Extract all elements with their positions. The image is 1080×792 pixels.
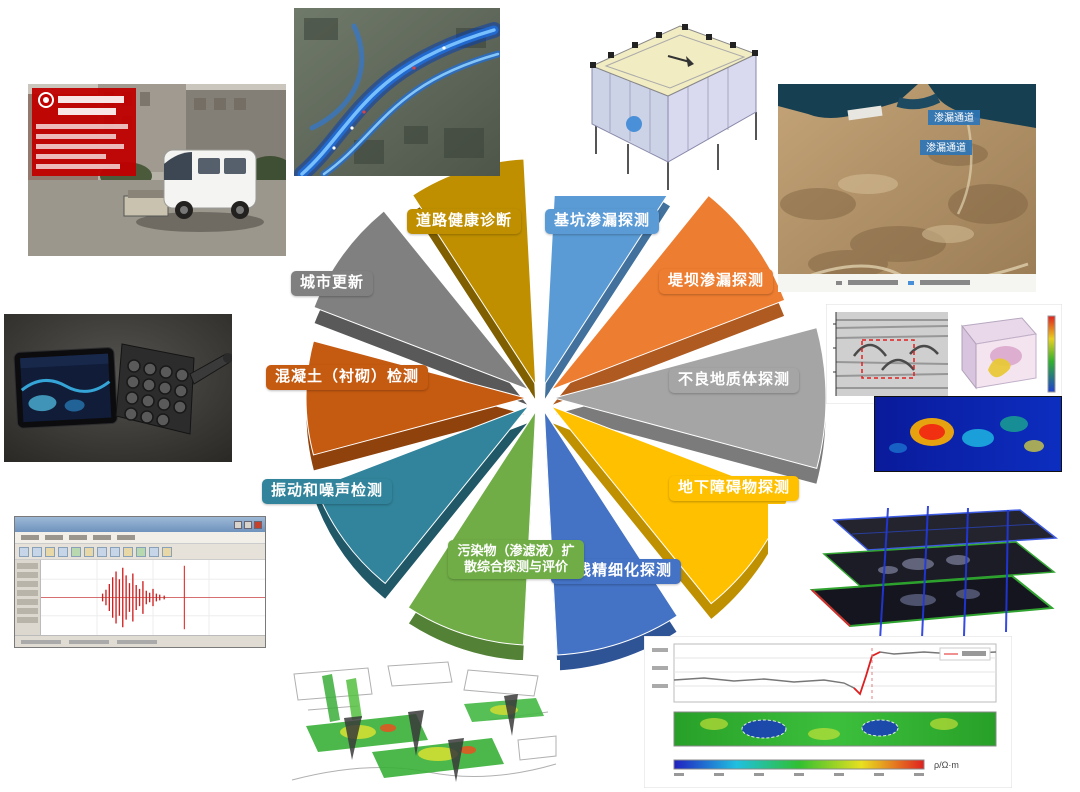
concrete-detection-device-photo (4, 314, 232, 462)
dam-figure-caption (778, 274, 1036, 292)
pie-label-dam-leakage: 堤坝渗漏探测 (659, 269, 774, 294)
rainbow-colorbar (673, 759, 925, 770)
dam-seepage-tags: 渗漏通道 渗漏通道 (920, 110, 980, 155)
waveform-plot (41, 560, 265, 635)
pie-slice-3 (549, 405, 790, 605)
resistivity-heatmap (874, 396, 1062, 472)
maximize-icon (244, 520, 252, 529)
window-titlebar (15, 517, 265, 532)
anomaly-segment (853, 651, 881, 696)
pollutant-diffusion-map (288, 660, 560, 790)
transducer-array-device (115, 343, 232, 435)
pie-label-foundation-pit-leakage: 基坑渗漏探测 (545, 209, 660, 234)
dam-structure (847, 105, 883, 121)
pie-slice-8 (313, 210, 531, 391)
anomaly-zone-box (861, 339, 915, 379)
resistivity-unit-label: ρ/Ω·m (934, 760, 959, 770)
pie-label-vibration-noise: 振动和噪声检测 (262, 479, 393, 504)
road-health-traffic-aerial (294, 8, 500, 176)
pipeline-result-charts: ρ/Ω·m (644, 636, 1012, 788)
colorbar (1047, 315, 1056, 393)
vibration-software-screenshot (14, 516, 266, 648)
seismic-burst (101, 567, 165, 628)
gpr-radargram-panel (826, 304, 1062, 404)
towed-gpr-array (123, 195, 169, 217)
pie-slice-5 (407, 409, 537, 646)
pie-slice-4 (543, 409, 678, 656)
pie-label-adverse-geology: 不良地质体探测 (669, 368, 800, 393)
status-bar (15, 635, 265, 647)
pit-model-port (626, 116, 642, 132)
toolbar (15, 544, 265, 560)
pipeline-3d-slices (768, 504, 1062, 644)
seepage-channel-tag-1: 渗漏通道 (934, 111, 974, 124)
road-survey-van-photo (28, 84, 286, 256)
pie-label-underground-obstacle: 地下障碍物探测 (669, 476, 800, 501)
minimize-icon (234, 520, 242, 529)
pie-label-pollutant-leachate: 污染物（渗滤液）扩散综合探测与评价 (448, 540, 584, 579)
menu-bar (15, 532, 265, 544)
side-panel (15, 560, 41, 635)
tablet-display (13, 347, 118, 429)
pie-label-concrete-lining: 混凝土（衬砌）检测 (266, 365, 429, 390)
pie-label-road-health: 道路健康诊断 (407, 209, 522, 234)
dam-seepage-aerial: 渗漏通道 渗漏通道 (778, 84, 1036, 292)
seepage-channel-tag-2: 渗漏通道 (926, 141, 966, 154)
foundation-pit-3d-model (548, 4, 776, 196)
close-icon (254, 520, 262, 529)
pie-label-urban-renewal: 城市更新 (291, 271, 374, 296)
